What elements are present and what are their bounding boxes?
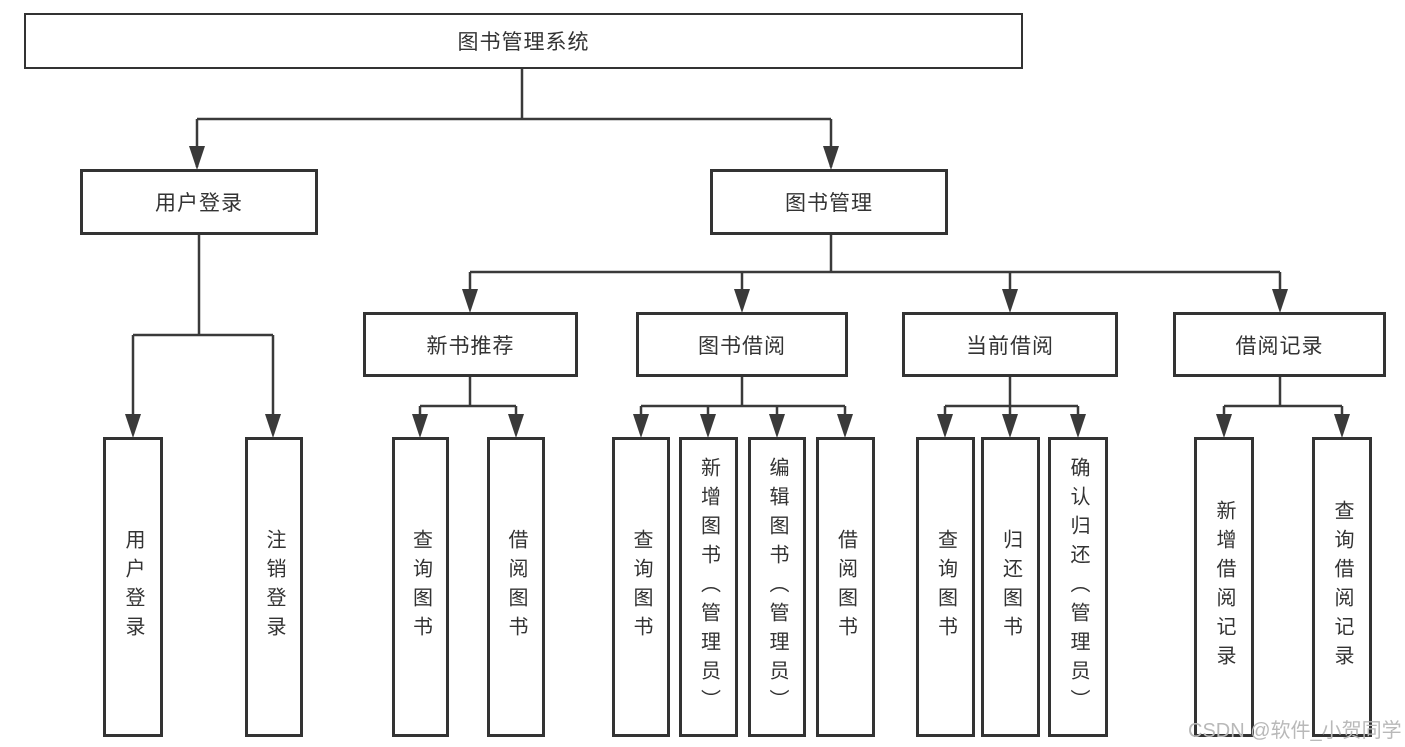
- leaf-edit-book-admin: 编辑图书（管理员）: [748, 437, 806, 737]
- leaf-label: 查询图书: [409, 529, 432, 645]
- node-user-login: 用户登录: [80, 169, 318, 235]
- node-book-management: 图书管理: [710, 169, 948, 235]
- node-label: 当前借阅: [966, 334, 1054, 358]
- leaf-query-books-current: 查询图书: [916, 437, 975, 737]
- leaf-add-borrow-record: 新增借阅记录: [1194, 437, 1254, 737]
- connector-new-book-recommend-children: [412, 377, 524, 438]
- node-label: 借阅记录: [1235, 334, 1324, 358]
- leaf-label: 查询图书: [630, 529, 652, 645]
- leaf-borrow-books-2: 借阅图书: [816, 437, 875, 737]
- leaf-user-login: 用户登录: [103, 437, 163, 737]
- leaf-label: 借阅图书: [834, 529, 857, 645]
- leaf-label: 用户登录: [122, 529, 144, 645]
- leaf-add-book-admin: 新增图书（管理员）: [679, 437, 738, 737]
- node-label: 图书管理系统: [457, 31, 590, 54]
- leaf-borrow-books-recommend: 借阅图书: [487, 437, 545, 737]
- leaf-logout: 注销登录: [245, 437, 303, 737]
- node-borrow-records: 借阅记录: [1173, 312, 1386, 377]
- connector-borrow-records-children: [1216, 377, 1350, 438]
- node-label: 新书推荐: [426, 334, 515, 358]
- leaf-label: 确认归还（管理员）: [1067, 456, 1089, 718]
- connector-user-login-children: [125, 235, 281, 438]
- leaf-label: 编辑图书（管理员）: [766, 456, 788, 718]
- node-library-management-system: 图书管理系统: [24, 13, 1023, 69]
- node-label: 图书管理: [785, 192, 873, 215]
- leaf-query-borrow-record: 查询借阅记录: [1312, 437, 1372, 737]
- leaf-return-book: 归还图书: [981, 437, 1040, 737]
- leaf-label: 新增借阅记录: [1213, 500, 1235, 674]
- leaf-label: 查询图书: [934, 529, 957, 645]
- connector-root-to-level2: [189, 69, 839, 170]
- node-current-borrow: 当前借阅: [902, 312, 1118, 377]
- node-book-borrow: 图书借阅: [636, 312, 848, 377]
- leaf-label: 新增图书（管理员）: [697, 456, 720, 718]
- connector-book-management-children: [462, 235, 1288, 313]
- leaf-query-books-borrow: 查询图书: [612, 437, 670, 737]
- node-label: 图书借阅: [698, 334, 786, 358]
- node-new-book-recommend: 新书推荐: [363, 312, 578, 377]
- connector-book-borrow-children: [633, 377, 853, 438]
- leaf-label: 归还图书: [999, 529, 1022, 645]
- leaf-query-books-recommend: 查询图书: [392, 437, 449, 737]
- node-label: 用户登录: [155, 192, 243, 215]
- csdn-watermark: CSDN @软件_小贺同学: [1188, 720, 1402, 742]
- leaf-confirm-return-admin: 确认归还（管理员）: [1048, 437, 1108, 737]
- connector-current-borrow-children: [937, 377, 1086, 438]
- leaf-label: 借阅图书: [505, 529, 527, 645]
- leaf-label: 查询借阅记录: [1331, 500, 1353, 674]
- leaf-label: 注销登录: [263, 529, 285, 645]
